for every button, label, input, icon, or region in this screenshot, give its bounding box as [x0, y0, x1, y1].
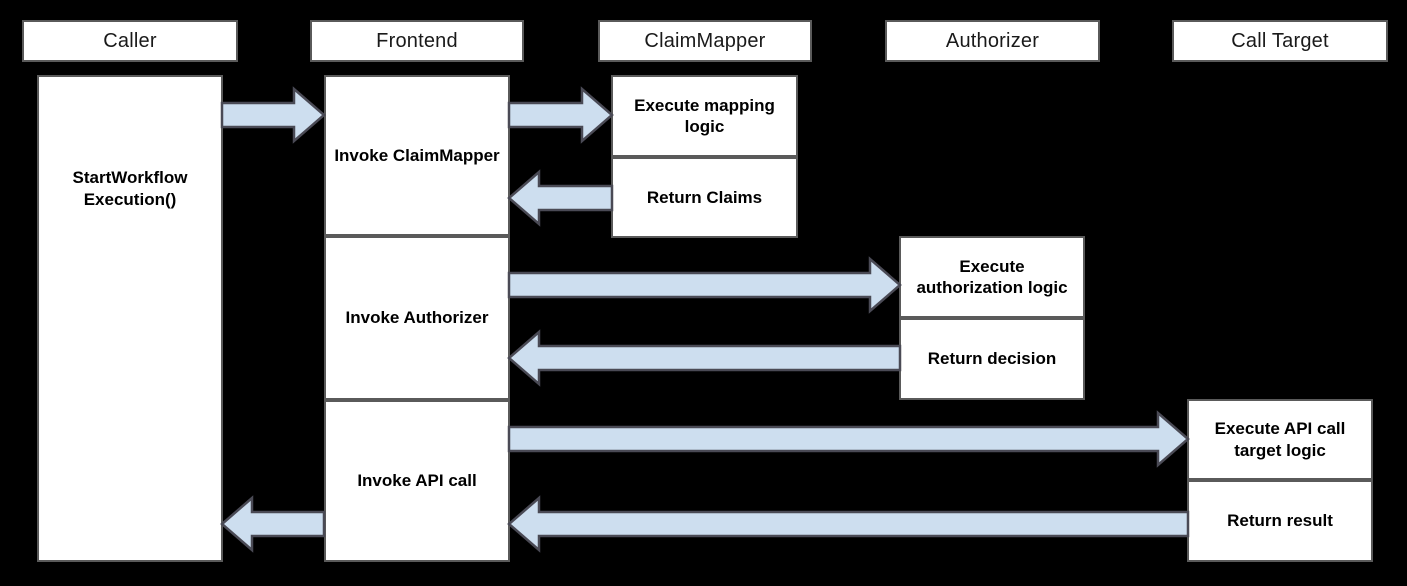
arrow-shape [220, 86, 326, 144]
arrow-shape [507, 329, 902, 387]
arrow-shape [507, 495, 1190, 553]
participant-header-label: Authorizer [945, 30, 1040, 52]
message-arrow-authorizer-to-frontend[interactable] [506, 329, 903, 387]
arrow-shape [507, 86, 614, 144]
activation-label: StartWorkflow Execution() [72, 168, 188, 209]
activation-label: Return result [1227, 511, 1333, 531]
activation-frontend-invoke-claimmapper[interactable]: Invoke ClaimMapper [324, 75, 510, 236]
message-arrow-claimmapper-to-frontend[interactable] [506, 169, 615, 227]
activation-label: Execute mapping logic [634, 95, 775, 136]
participant-header-claimmapper[interactable]: ClaimMapper [598, 20, 812, 62]
arrow-shape [507, 169, 614, 227]
participant-header-label: Caller [103, 30, 157, 52]
participant-header-authorizer[interactable]: Authorizer [885, 20, 1100, 62]
message-arrow-frontend-to-authorizer[interactable] [506, 256, 903, 314]
activation-authorizer-execute-authorization-logic[interactable]: Execute authorization logic [899, 236, 1085, 318]
arrow-shape [507, 410, 1190, 468]
participant-header-frontend[interactable]: Frontend [310, 20, 524, 62]
activation-label: Invoke ClaimMapper [334, 145, 500, 165]
participant-header-label: ClaimMapper [644, 30, 766, 52]
activation-frontend-invoke-api-call[interactable]: Invoke API call [324, 400, 510, 562]
activation-label: Invoke API call [357, 471, 477, 491]
activation-claimmapper-execute-mapping-logic[interactable]: Execute mapping logic [611, 75, 798, 157]
message-arrow-calltarget-to-frontend[interactable] [506, 495, 1191, 553]
participant-header-caller[interactable]: Caller [22, 20, 238, 62]
activation-frontend-invoke-authorizer[interactable]: Invoke Authorizer [324, 236, 510, 400]
activation-caller-start-workflow[interactable]: StartWorkflow Execution() [37, 75, 223, 562]
activation-label: Invoke Authorizer [345, 308, 489, 328]
participant-header-label: Frontend [376, 30, 458, 52]
activation-claimmapper-return-claims[interactable]: Return Claims [611, 157, 798, 238]
activation-label: Execute API call target logic [1214, 419, 1346, 460]
message-arrow-caller-to-frontend[interactable] [219, 86, 327, 144]
participant-header-label: Call Target [1231, 30, 1329, 52]
activation-label: Return decision [927, 349, 1057, 369]
activation-calltarget-execute-api-call-target-logic[interactable]: Execute API call target logic [1187, 399, 1373, 480]
activation-label: Execute authorization logic [916, 256, 1068, 297]
participant-header-calltarget[interactable]: Call Target [1172, 20, 1388, 62]
arrow-shape [220, 495, 326, 553]
message-arrow-frontend-to-claimmapper[interactable] [506, 86, 615, 144]
arrow-shape [507, 256, 902, 314]
message-arrow-frontend-to-caller[interactable] [219, 495, 327, 553]
activation-label: Return Claims [646, 187, 763, 207]
activation-calltarget-return-result[interactable]: Return result [1187, 480, 1373, 562]
message-arrow-frontend-to-calltarget[interactable] [506, 410, 1191, 468]
activation-authorizer-return-decision[interactable]: Return decision [899, 318, 1085, 400]
